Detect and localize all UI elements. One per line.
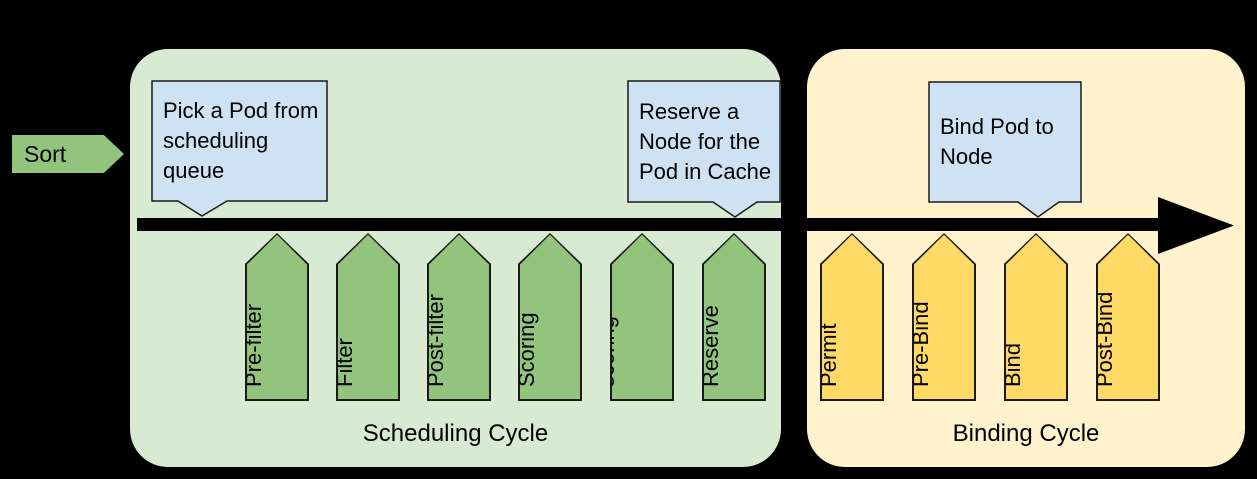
callout-bubble-shape bbox=[627, 80, 781, 218]
stage-reserve: Reserve bbox=[702, 233, 766, 401]
stage-post-filter-label: Post-filter bbox=[422, 294, 448, 388]
stage-filter: Filter bbox=[336, 233, 400, 401]
stage-pre-filter-label: Pre-filter bbox=[240, 304, 266, 388]
stage-permit: Permit bbox=[820, 233, 884, 401]
stage-filter-label: Filter bbox=[331, 338, 357, 388]
callout-reserve-node: Reserve a Node for the Pod in Cache bbox=[627, 80, 781, 218]
sort-label: Sort bbox=[24, 140, 67, 167]
stage-pre-bind-label: Pre-Bind bbox=[907, 301, 933, 388]
binding-cycle-title: Binding Cycle bbox=[952, 420, 1100, 447]
stage-post-filter: Post-filter bbox=[427, 233, 491, 401]
stage-bind: Bind bbox=[1004, 233, 1068, 401]
stage-post-bind-label: Post-Bind bbox=[1091, 292, 1117, 388]
stage-reserve-label: Reserve bbox=[697, 305, 723, 388]
callout-reserve-node-text: Reserve a Node for the Pod in Cache bbox=[639, 98, 772, 184]
callout-bubble-shape bbox=[928, 81, 1082, 218]
callout-bind-pod: Bind Pod to Node bbox=[928, 81, 1082, 218]
stage-pre-bind: Pre-Bind bbox=[912, 233, 976, 401]
timeline-arrow-line bbox=[137, 218, 1160, 231]
callout-bubble-shape bbox=[151, 80, 328, 217]
stage-scoring: Scoring bbox=[518, 233, 582, 401]
sort-extension-point-arrow: Sort bbox=[12, 135, 124, 173]
stage-scoring-label: Scoring bbox=[513, 312, 539, 388]
callout-pick-pod-text: Pick a Pod from scheduling queue bbox=[163, 98, 319, 183]
stage-permit-label: Permit bbox=[815, 323, 841, 388]
scheduling-cycle-title: Scheduling Cycle bbox=[362, 420, 549, 447]
stage-normalize-scoring: Normalize scoring bbox=[610, 233, 674, 401]
stage-bind-label: Bind bbox=[999, 343, 1025, 388]
callout-bind-pod-text: Bind Pod to Node bbox=[940, 114, 1054, 169]
stage-pre-filter: Pre-filter bbox=[245, 233, 309, 401]
stage-post-bind: Post-Bind bbox=[1096, 233, 1160, 401]
callout-pick-pod: Pick a Pod from scheduling queue bbox=[151, 80, 328, 217]
